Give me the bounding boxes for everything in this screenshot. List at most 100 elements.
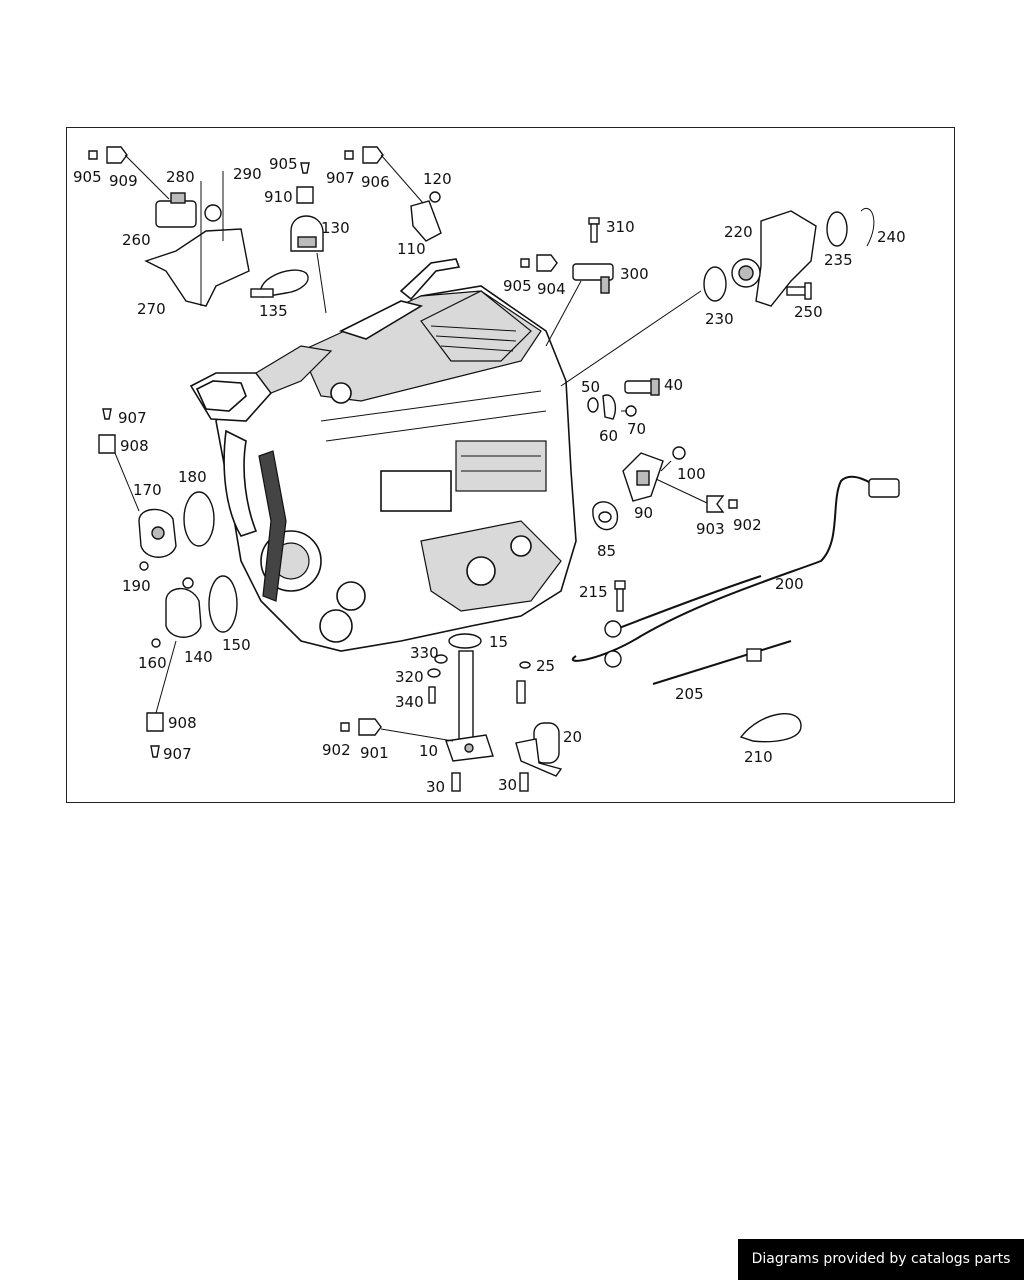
label-160: 160 <box>138 654 167 672</box>
part-100-bolt <box>660 446 686 472</box>
part-50-seal <box>587 397 599 413</box>
label-170: 170 <box>133 481 162 499</box>
label-907-c: 907 <box>163 745 192 763</box>
part-20-sensor <box>515 680 563 777</box>
label-310: 310 <box>606 218 635 236</box>
label-904: 904 <box>537 280 566 298</box>
label-907-b: 907 <box>118 409 147 427</box>
part-250-screw <box>786 282 812 300</box>
part-330-washer <box>434 654 448 664</box>
label-903: 903 <box>696 520 725 538</box>
label-200: 200 <box>775 575 804 593</box>
part-170-vacuum-pump <box>138 508 177 558</box>
label-907: 907 <box>326 169 355 187</box>
part-15-seal <box>448 633 482 649</box>
credit-banner: Diagrams provided by catalogs parts <box>738 1239 1024 1280</box>
part-70-bolt <box>621 405 637 417</box>
label-10: 10 <box>419 742 438 760</box>
part-200-wiring-harness <box>571 475 900 668</box>
part-270-bracket <box>144 171 250 307</box>
label-910: 910 <box>264 188 293 206</box>
connector-symbols <box>88 146 738 758</box>
part-90-sensor <box>622 452 664 502</box>
label-210: 210 <box>744 748 773 766</box>
label-90: 90 <box>634 504 653 522</box>
engine-parts-diagram: 905 909 280 290 260 270 905 910 130 135 … <box>73 146 906 796</box>
label-908-b: 908 <box>168 714 197 732</box>
part-25-seal <box>519 661 531 669</box>
label-135: 135 <box>259 302 288 320</box>
label-70: 70 <box>627 420 646 438</box>
label-40: 40 <box>664 376 683 394</box>
part-210-cable-clip <box>739 713 802 743</box>
label-130: 130 <box>321 219 350 237</box>
label-902: 902 <box>733 516 762 534</box>
label-30: 30 <box>426 778 445 796</box>
part-130-sensor <box>290 215 324 252</box>
callout-labels: 905 909 280 290 260 270 905 910 130 135 … <box>73 155 906 796</box>
label-205: 205 <box>675 685 704 703</box>
label-909: 909 <box>109 172 138 190</box>
part-310-bolt <box>588 217 600 243</box>
label-902-b: 902 <box>322 741 351 759</box>
part-135-cable-clip <box>250 269 309 298</box>
part-85-gasket <box>592 501 618 531</box>
label-235: 235 <box>824 251 853 269</box>
label-220: 220 <box>724 223 753 241</box>
label-908: 908 <box>120 437 149 455</box>
label-906: 906 <box>361 173 390 191</box>
label-20: 20 <box>563 728 582 746</box>
label-240: 240 <box>877 228 906 246</box>
label-25: 25 <box>536 657 555 675</box>
label-120: 120 <box>423 170 452 188</box>
label-15: 15 <box>489 633 508 651</box>
part-230-o-ring <box>703 266 727 302</box>
part-340-bolt <box>428 686 436 704</box>
label-905-b: 905 <box>269 155 298 173</box>
label-30-b: 30 <box>498 776 517 794</box>
part-180-o-ring <box>183 491 215 547</box>
part-320-seal <box>427 668 441 678</box>
label-340: 340 <box>395 693 424 711</box>
part-260-solenoid-valve <box>155 192 222 228</box>
label-180: 180 <box>178 468 207 486</box>
label-905-c: 905 <box>503 277 532 295</box>
part-10-oil-level-sensor <box>445 650 494 762</box>
label-300: 300 <box>620 265 649 283</box>
label-905: 905 <box>73 168 102 186</box>
label-260: 260 <box>122 231 151 249</box>
label-150: 150 <box>222 636 251 654</box>
parts-diagram-frame: 905 909 280 290 260 270 905 910 130 135 … <box>66 127 955 803</box>
part-220-camshaft-adjuster <box>731 210 817 307</box>
part-140-cover <box>165 577 202 638</box>
label-330: 330 <box>410 644 439 662</box>
part-215-bolt <box>614 580 626 612</box>
label-215: 215 <box>579 583 608 601</box>
label-50: 50 <box>581 378 600 396</box>
label-230: 230 <box>705 310 734 328</box>
label-140: 140 <box>184 648 213 666</box>
part-190-bolt <box>139 561 149 571</box>
engine-assembly <box>189 258 577 652</box>
label-320: 320 <box>395 668 424 686</box>
label-290: 290 <box>233 165 262 183</box>
part-30-bolts <box>451 772 529 792</box>
part-150-o-ring <box>208 575 238 633</box>
part-60-gasket <box>602 394 617 420</box>
label-110: 110 <box>397 240 426 258</box>
label-250: 250 <box>794 303 823 321</box>
label-901: 901 <box>360 744 389 762</box>
leader-lines <box>114 154 708 742</box>
label-270: 270 <box>137 300 166 318</box>
part-235-seal-ring <box>826 211 848 247</box>
label-60: 60 <box>599 427 618 445</box>
part-160-bolt <box>151 638 161 648</box>
label-85: 85 <box>597 542 616 560</box>
label-100: 100 <box>677 465 706 483</box>
part-205-cable-tie <box>652 640 792 685</box>
part-40-sensor <box>624 378 660 396</box>
label-280: 280 <box>166 168 195 186</box>
part-110-sensor <box>410 191 442 242</box>
part-240-clip <box>860 208 875 247</box>
label-190: 190 <box>122 577 151 595</box>
